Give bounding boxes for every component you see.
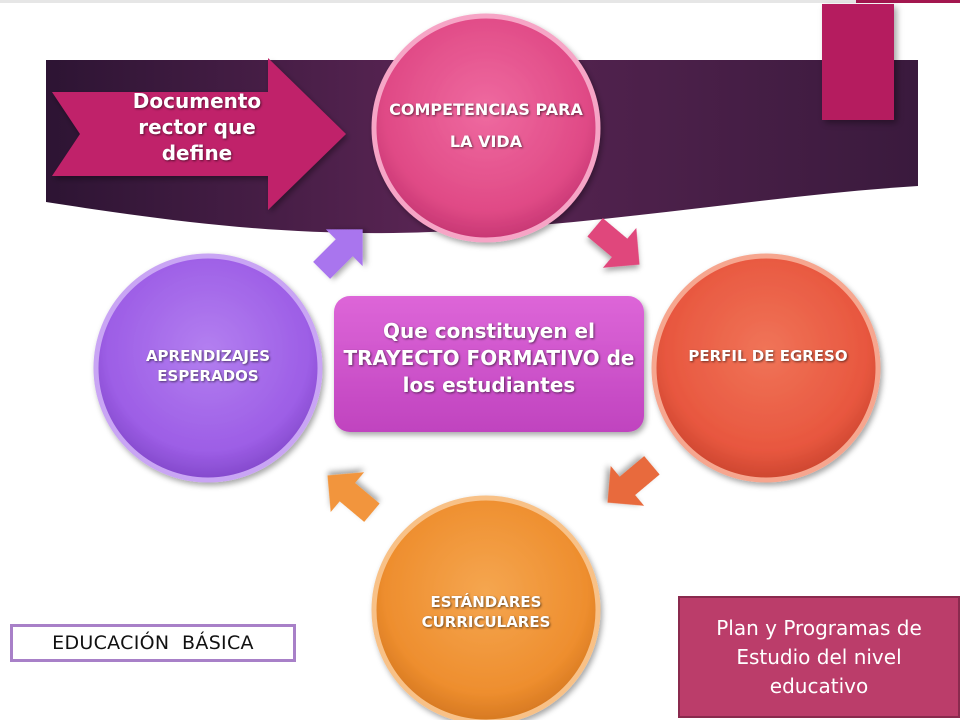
perfil-circle bbox=[651, 253, 881, 483]
accent-block bbox=[822, 4, 894, 120]
aprendizajes-circle bbox=[93, 253, 323, 483]
estandares-label: ESTÁNDARES CURRICULARES bbox=[421, 593, 551, 632]
education-level-label: EDUCACIÓN BÁSICA bbox=[52, 632, 254, 654]
perfil-label: PERFIL DE EGRESO bbox=[688, 347, 848, 365]
top-rule bbox=[0, 0, 960, 3]
estandares-circle bbox=[371, 495, 601, 720]
arrow-top-to-right bbox=[587, 218, 640, 268]
corner-mark bbox=[856, 0, 960, 3]
plan-programas-label: Plan y Programas de Estudio del nivel ed… bbox=[716, 615, 922, 698]
arrow-right-to-bottom bbox=[607, 456, 660, 506]
arrow-left-to-top bbox=[313, 229, 363, 279]
competencias-label: COMPETENCIAS PARA LA VIDA bbox=[389, 100, 583, 151]
education-level-box: EDUCACIÓN BÁSICA bbox=[10, 624, 296, 662]
aprendizajes-label: APRENDIZAJES ESPERADOS bbox=[145, 347, 271, 386]
intro-arrow-shape bbox=[52, 58, 346, 210]
arrow-bottom-to-left bbox=[327, 472, 380, 522]
competencias-circle bbox=[371, 13, 601, 243]
center-box bbox=[334, 296, 644, 432]
intro-arrow-label: Documento rector que define bbox=[132, 89, 262, 165]
center-label: Que constituyen el TRAYECTO FORMATIVO de… bbox=[343, 319, 635, 397]
plan-programas-box: Plan y Programas de Estudio del nivel ed… bbox=[678, 596, 960, 718]
